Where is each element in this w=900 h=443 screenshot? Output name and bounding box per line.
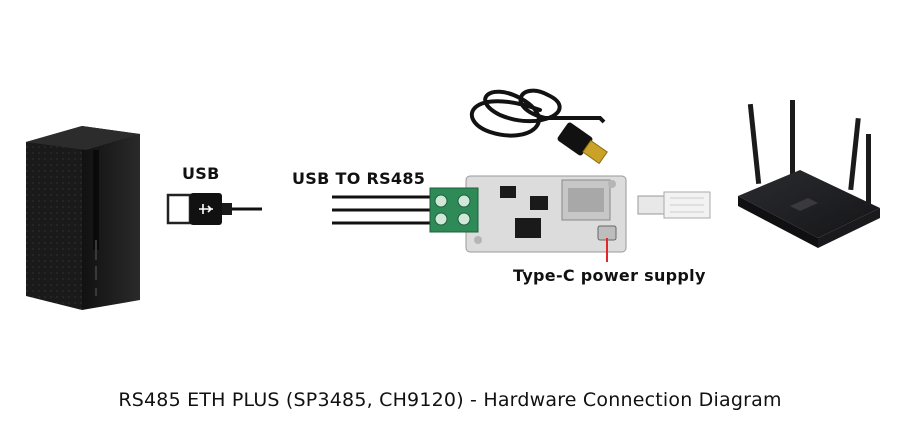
ethernet-plug-icon xyxy=(637,191,711,219)
usb-c-cable-icon xyxy=(470,88,608,165)
rs485-board-icon xyxy=(429,175,627,253)
usb-label: USB xyxy=(182,164,220,183)
power-supply-label: Type-C power supply xyxy=(513,266,706,285)
desktop-pc-icon xyxy=(26,126,140,310)
router-icon xyxy=(738,100,880,248)
rs485-wires xyxy=(332,195,434,225)
diagram-caption: RS485 ETH PLUS (SP3485, CH9120) - Hardwa… xyxy=(118,389,782,411)
usb-to-rs485-label: USB TO RS485 xyxy=(292,169,426,188)
usb-plug-icon xyxy=(166,193,262,225)
